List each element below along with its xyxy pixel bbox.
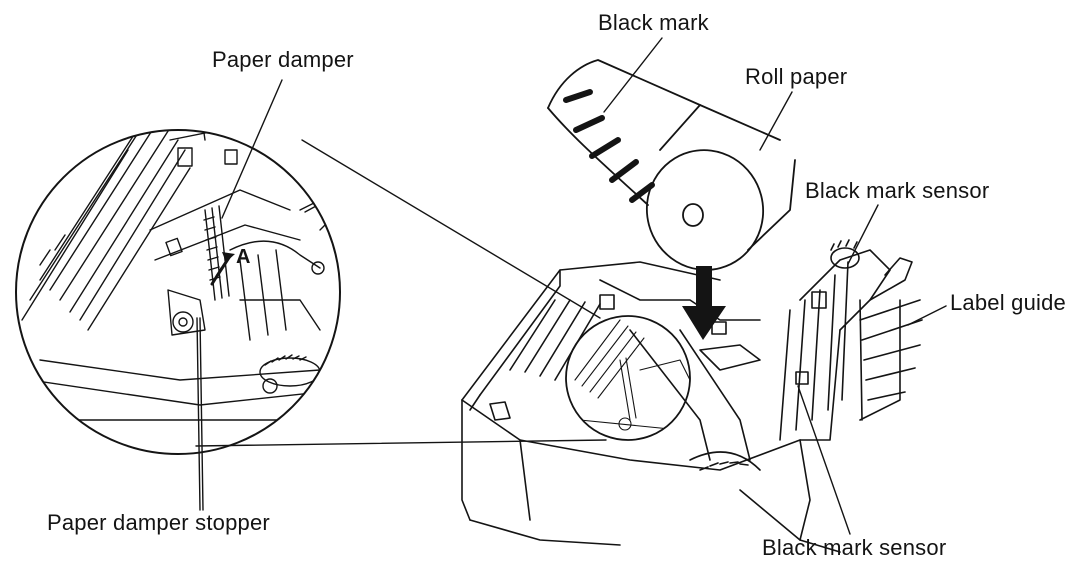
leader-black-mark: [603, 37, 663, 113]
label-roll-paper: Roll paper: [745, 64, 848, 89]
leader-paper-damper-stopper: [196, 317, 201, 511]
label-black-mark: Black mark: [598, 10, 709, 35]
label-black-mark-sensor-bottom: Black mark sensor: [762, 535, 947, 560]
label-paper-damper: Paper damper: [212, 47, 354, 72]
arrow-a-icon: [222, 252, 235, 262]
leader-black-mark-sensor-top: [847, 204, 879, 265]
leader-paper-damper: [221, 79, 283, 219]
leader-roll-paper: [759, 91, 793, 151]
label-black-mark-sensor-top: Black mark sensor: [805, 178, 990, 203]
magnification-connector-lines: [195, 139, 607, 447]
roll-paper-illustration: [547, 59, 796, 271]
leader-lines: [196, 37, 947, 535]
magnified-detail-circle: [15, 129, 341, 455]
leader-black-mark-sensor-bottom: [797, 385, 851, 535]
printer-body: [461, 239, 923, 553]
leader-label-guide: [907, 305, 947, 326]
label-paper-damper-stopper: Paper damper stopper: [47, 510, 270, 535]
arrow-a-label: A: [236, 246, 251, 268]
label-label-guide: Label guide: [950, 290, 1066, 315]
insert-direction-arrow-icon: [682, 266, 726, 340]
